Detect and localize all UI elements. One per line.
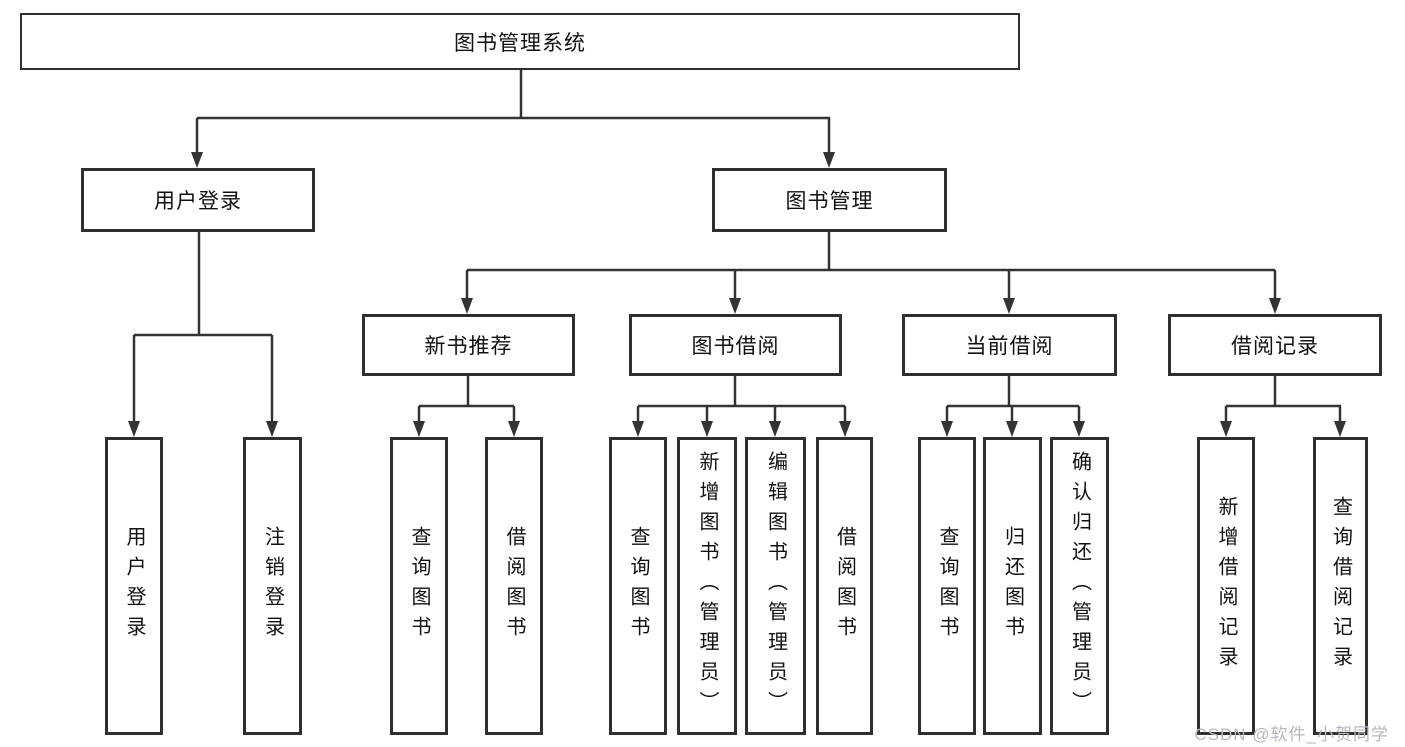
arrow-icon: [1220, 421, 1232, 437]
arrow-icon: [1006, 421, 1018, 437]
node-root-label: 图书管理系统: [454, 31, 586, 55]
arrow-icon: [508, 421, 520, 437]
node-leaf-nb-query-books-label: 查询图书: [408, 526, 430, 646]
node-user-login: 用户登录: [81, 168, 315, 232]
arrow-icon: [128, 421, 140, 437]
node-leaf-logout: 注销登录: [243, 437, 302, 735]
arrow-icon: [729, 298, 741, 314]
arrow-icon: [632, 421, 644, 437]
arrow-icon: [1269, 298, 1281, 314]
node-book-management: 图书管理: [712, 168, 947, 232]
node-leaf-user-login: 用户登录: [105, 437, 163, 735]
node-new-book-recommend-label: 新书推荐: [424, 335, 513, 358]
node-leaf-bb-query-books-label: 查询图书: [627, 526, 649, 646]
node-leaf-bb-edit-books-admin-label: 编辑图书（管理员）: [764, 451, 787, 721]
arrow-icon: [191, 152, 203, 168]
node-leaf-br-query-record-label: 查询借阅记录: [1329, 496, 1352, 676]
node-root: 图书管理系统: [20, 13, 1020, 70]
node-leaf-bb-borrow-books-label: 借阅图书: [833, 526, 856, 646]
node-leaf-cb-confirm-return-admin-label: 确认归还（管理员）: [1068, 451, 1091, 721]
arrow-icon: [1334, 421, 1346, 437]
node-leaf-logout-label: 注销登录: [261, 526, 284, 646]
node-leaf-br-add-record: 新增借阅记录: [1197, 437, 1255, 735]
arrow-icon: [941, 421, 953, 437]
node-leaf-bb-edit-books-admin: 编辑图书（管理员）: [745, 437, 806, 735]
node-current-borrowing-label: 当前借阅: [965, 335, 1054, 358]
node-leaf-user-login-label: 用户登录: [123, 526, 145, 646]
watermark: CSDN @软件_小贺同学: [1194, 725, 1389, 744]
arrow-icon: [1003, 298, 1015, 314]
node-leaf-cb-return-books: 归还图书: [983, 437, 1042, 735]
node-leaf-br-query-record: 查询借阅记录: [1313, 437, 1368, 735]
node-leaf-bb-borrow-books: 借阅图书: [816, 437, 873, 735]
node-current-borrowing: 当前借阅: [902, 314, 1117, 376]
node-leaf-cb-confirm-return-admin: 确认归还（管理员）: [1050, 437, 1109, 735]
connector-lines: [132, 70, 1342, 422]
node-leaf-cb-return-books-label: 归还图书: [1001, 526, 1024, 646]
node-leaf-cb-query-books: 查询图书: [918, 437, 976, 735]
node-leaf-br-add-record-label: 新增借阅记录: [1215, 496, 1237, 676]
arrow-icon: [266, 421, 278, 437]
node-borrow-records: 借阅记录: [1168, 314, 1382, 376]
node-book-management-label: 图书管理: [785, 190, 874, 213]
node-new-book-recommend: 新书推荐: [362, 314, 575, 376]
arrow-icon: [1073, 421, 1085, 437]
arrow-icon: [461, 298, 473, 314]
node-leaf-bb-add-books-admin: 新增图书（管理员）: [677, 437, 737, 735]
arrow-icon: [769, 421, 781, 437]
arrow-icon: [823, 152, 835, 168]
node-leaf-bb-query-books: 查询图书: [609, 437, 667, 735]
node-book-borrowing-label: 图书借阅: [691, 335, 780, 358]
node-leaf-nb-borrow-books: 借阅图书: [485, 437, 543, 735]
node-borrow-records-label: 借阅记录: [1231, 335, 1319, 358]
arrow-icon: [413, 421, 425, 437]
node-leaf-bb-add-books-admin-label: 新增图书（管理员）: [696, 451, 718, 721]
arrow-icon: [839, 421, 851, 437]
node-book-borrowing: 图书借阅: [629, 314, 842, 376]
node-user-login-label: 用户登录: [154, 190, 242, 213]
node-leaf-nb-query-books: 查询图书: [390, 437, 448, 735]
arrow-icon: [701, 421, 713, 437]
node-leaf-cb-query-books-label: 查询图书: [936, 526, 958, 646]
node-leaf-nb-borrow-books-label: 借阅图书: [503, 526, 525, 646]
arrowhead-icons: [128, 152, 1346, 437]
